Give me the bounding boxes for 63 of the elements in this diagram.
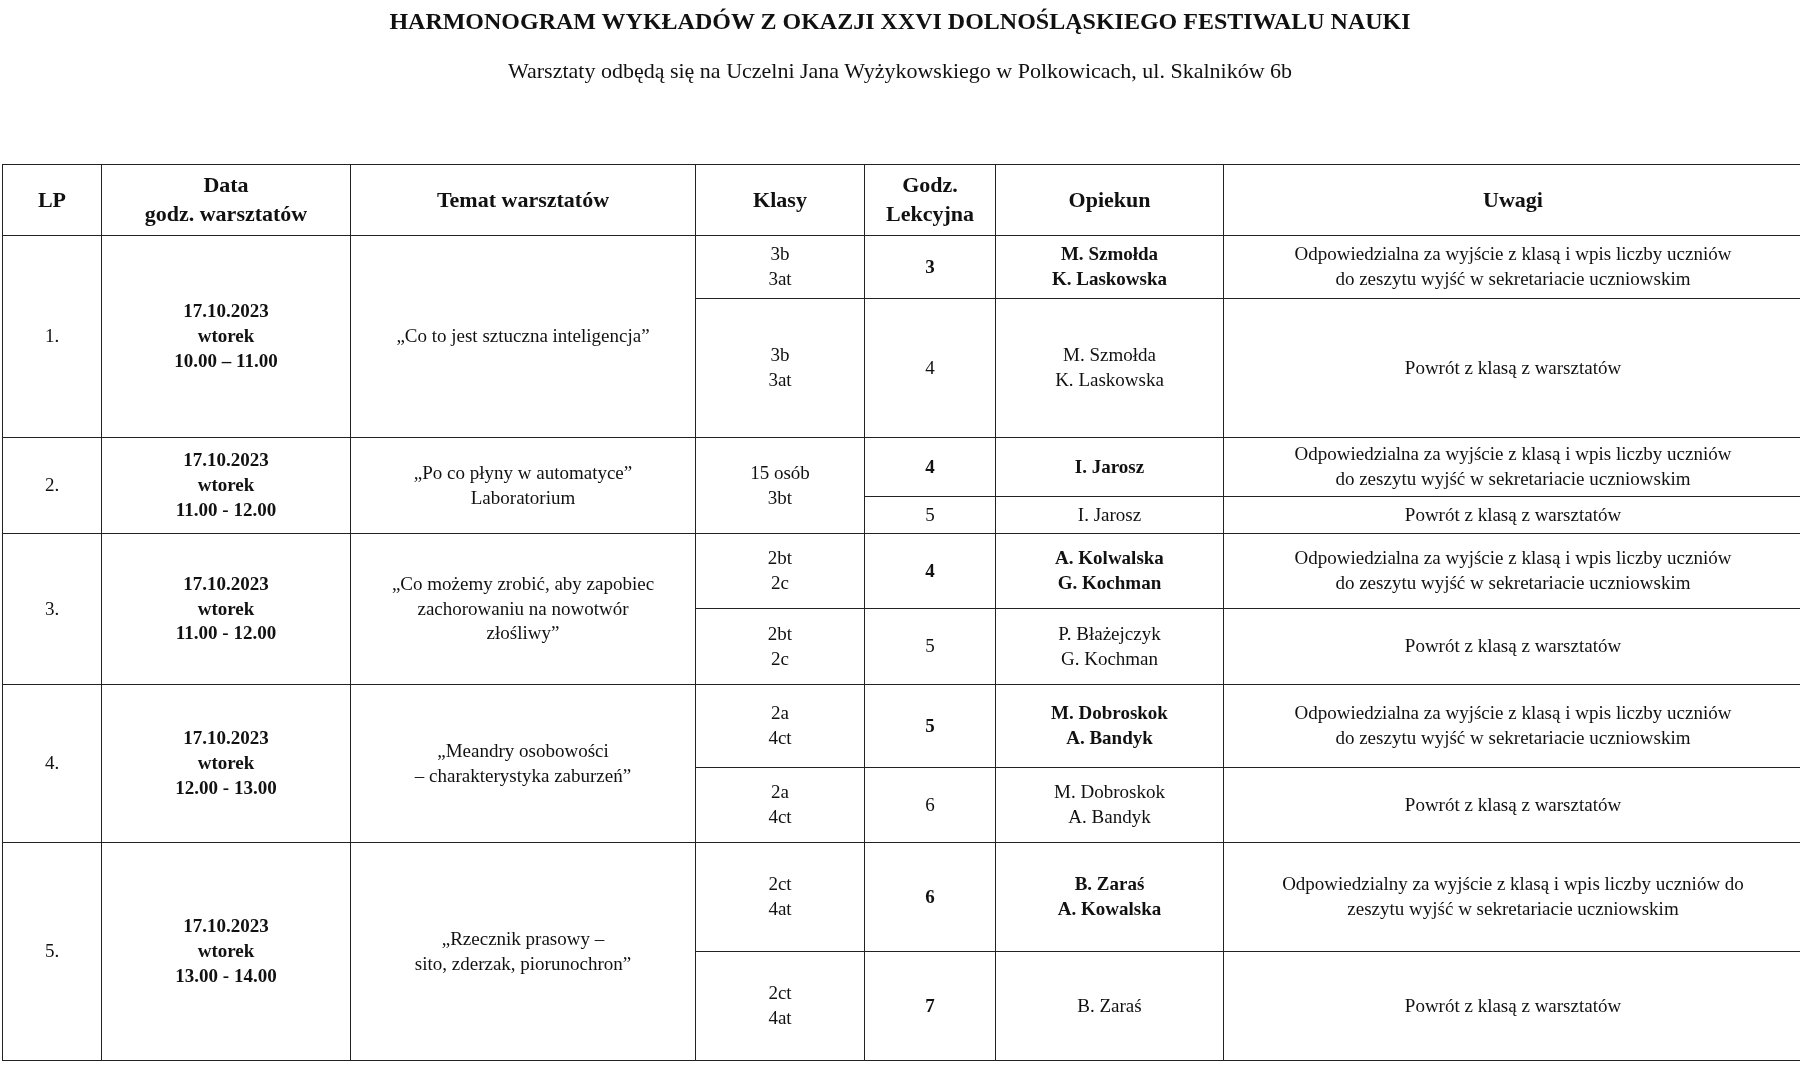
subtitle: Warsztaty odbędą się na Uczelni Jana Wyżykowskiego w Polkowicach, ul. Skalników 6b [508,58,1292,83]
workshop-topic: „Rzecznik prasowy – sito, zderzak, piorunochron” [414,927,632,974]
row-number: 3. [44,597,60,619]
remarks-note: Odpowiedzialna za wyjście z klasą i wpis liczby uczniów do zeszytu wyjść w sekretariacie uczniowskim [1294,702,1732,748]
column-header: LP [37,186,67,212]
class-list: 2bt 2c [767,547,793,593]
row-number: 1. [44,325,60,347]
date-time: 17.10.2023 wtorek 13.00 - 14.00 [175,915,277,986]
lesson-hour: 4 [925,455,935,477]
class-list: 2bt 2c [767,622,793,669]
remarks-note: Odpowiedzialna za wyjście z klasą i wpis liczby uczniów do zeszytu wyjść w sekretariacie uczniowskim [1294,243,1732,289]
lesson-hour: 6 [925,793,935,815]
teacher-names: B. Zaraś A. Kowalska [1057,873,1162,919]
lesson-hour: 7 [925,994,935,1016]
teacher-names: P. Błażejczyk G. Kochman [1058,622,1161,669]
teacher-names: M. Dobroskok A. Bandyk [1051,702,1168,748]
teacher-names: I. Jarosz [1074,455,1145,477]
lesson-hour: 5 [925,635,935,657]
remarks-note: Odpowiedzialny za wyjście z klasą i wpis liczby uczniów do zeszytu wyjść w sekretariacie uczniowskim [1282,873,1744,919]
teacher-names: B. Zaraś [1077,994,1142,1016]
date-time: 17.10.2023 wtorek 11.00 - 12.00 [175,572,277,644]
class-list: 2a 4ct [768,702,792,748]
column-header: Data godz. warsztatów [144,172,308,226]
workshop-topic: „Po co płyny w automatyce” Laboratorium [413,461,633,508]
teacher-names: M. Szmołda K. Laskowska [1055,344,1164,390]
teacher-names: M. Szmołda K. Laskowska [1051,243,1168,289]
remarks-note: Powrót z klasą z warsztatów [1404,356,1622,378]
row-number: 5. [44,940,60,962]
column-header: Temat warsztatów [436,186,610,212]
lesson-hour: 4 [925,559,935,581]
column-header: Opiekun [1068,186,1151,212]
remarks-note: Powrót z klasą z warsztatów [1404,994,1622,1016]
lesson-hour: 6 [925,885,935,907]
remarks-note: Powrót z klasą z warsztatów [1404,635,1622,657]
class-list: 15 osób 3bt [750,461,810,508]
teacher-names: A. Kolwalska G. Kochman [1055,547,1164,593]
class-list: 2ct 4at [768,873,792,919]
class-list: 2a 4ct [768,781,792,827]
remarks-note: Powrót z klasą z warsztatów [1404,503,1622,525]
workshop-topic: „Meandry osobowości – charakterystyka zaburzeń” [414,739,632,786]
class-list: 2ct 4at [768,982,792,1028]
teacher-names: I. Jarosz [1077,503,1142,525]
date-time: 17.10.2023 wtorek 10.00 – 11.00 [174,300,278,371]
row-number: 2. [44,474,60,496]
date-time: 17.10.2023 wtorek 11.00 - 12.00 [175,449,277,520]
teacher-names: M. Dobroskok A. Bandyk [1054,781,1165,827]
lesson-hour: 5 [925,714,935,736]
workshop-topic: „Co możemy zrobić, aby zapobiec zachorowaniu na nowotwór złośliwy” [391,572,655,644]
workshop-topic: „Co to jest sztuczna inteligencja” [396,325,650,347]
date-time: 17.10.2023 wtorek 12.00 - 13.00 [175,727,277,798]
row-number: 4. [44,752,60,774]
page-title: HARMONOGRAM WYKŁADÓW Z OKAZJI XXVI DOLNOŚLĄSKIEGO FESTIWALU NAUKI [389,8,1411,34]
remarks-note: Odpowiedzialna za wyjście z klasą i wpis liczby uczniów do zeszytu wyjść w sekretariacie uczniowskim [1294,443,1732,489]
class-list: 3b 3at [768,344,792,390]
class-list: 3b 3at [768,243,792,289]
remarks-note: Powrót z klasą z warsztatów [1404,793,1622,815]
lesson-hour: 5 [925,503,935,525]
column-header: Uwagi [1483,186,1543,212]
column-header: Godz. Lekcyjna [886,172,974,226]
column-header: Klasy [753,186,807,212]
remarks-note: Odpowiedzialna za wyjście z klasą i wpis liczby uczniów do zeszytu wyjść w sekretariacie uczniowskim [1294,547,1732,593]
lesson-hour: 3 [925,255,935,277]
lesson-hour: 4 [925,356,935,378]
